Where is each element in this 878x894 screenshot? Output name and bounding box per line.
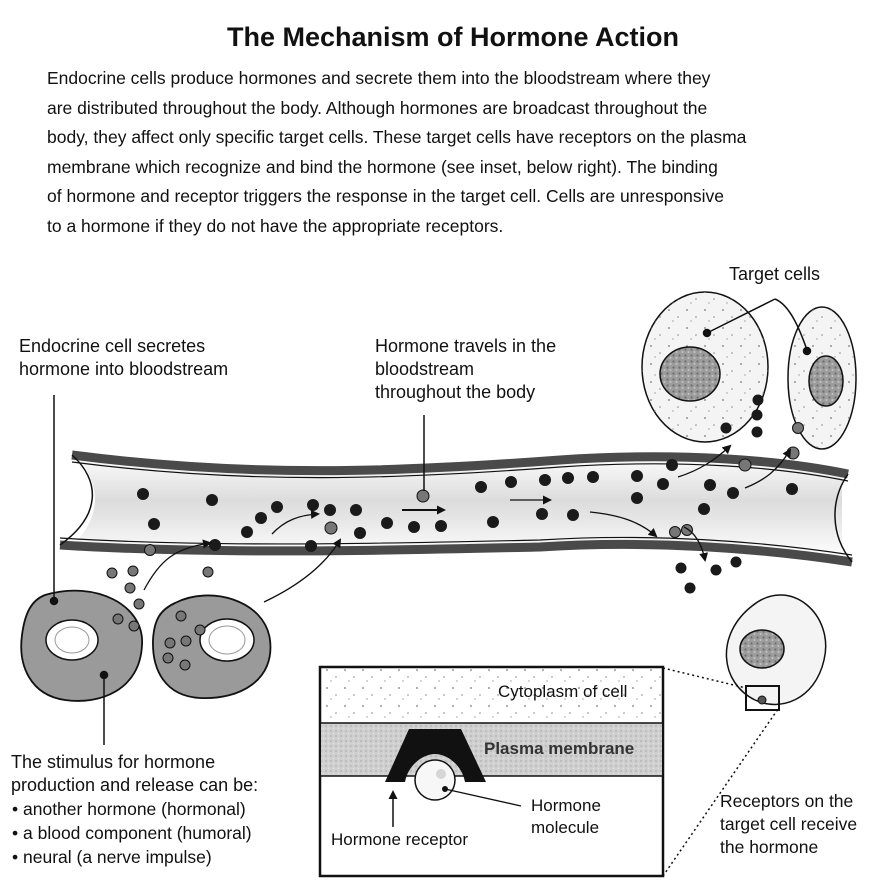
stimulus-label-line: production and release can be: xyxy=(11,775,259,795)
inset-source-box xyxy=(745,685,780,711)
vessel-wall-bottom xyxy=(59,539,853,567)
inset-cytoplasm-label: Cytoplasm of cell xyxy=(498,682,628,701)
intro-line: membrane which recognize and bind the ho… xyxy=(47,156,718,177)
inset-molecule-label: Hormone molecule xyxy=(531,795,601,839)
intro-line: of hormone and receptor triggers the res… xyxy=(47,186,725,207)
target-cells-label: Target cells xyxy=(729,264,821,284)
stimulus-item-text: another hormone (hormonal) xyxy=(23,799,246,819)
endocrine-label-line: hormone into bloodstream xyxy=(19,359,229,379)
endocrine-label-line: Endocrine cell secretes xyxy=(19,336,206,356)
vessel-wall-bottom-inner xyxy=(59,536,853,556)
receptors-label-line: Receptors on the xyxy=(720,791,854,811)
vessel-opening-right xyxy=(834,473,853,563)
stimulus-item-text: neural (a nerve impulse) xyxy=(23,847,212,867)
target-cell-lower xyxy=(725,594,827,711)
receptor-bound-hormone xyxy=(757,695,767,705)
endocrine-label: Endocrine cell secretes hormone into blo… xyxy=(19,335,228,381)
leader-lines xyxy=(49,298,812,745)
receptors-label: Receptors on the target cell receive the… xyxy=(720,790,857,859)
inset-receptor xyxy=(385,729,486,782)
intro-line: Endocrine cells produce hormones and sec… xyxy=(47,68,711,88)
inset-membrane-label: Plasma membrane xyxy=(484,739,635,758)
vessel-opening xyxy=(59,454,93,546)
receptors-label-line: the hormone xyxy=(720,837,819,857)
hormone-molecules xyxy=(106,394,804,671)
inset-hormone-molecule xyxy=(414,759,456,801)
page-title: The Mechanism of Hormone Action xyxy=(226,22,680,52)
intro-line: body, they affect only specific target c… xyxy=(47,127,747,148)
vessel-wall-top xyxy=(71,450,849,479)
blood-vessel xyxy=(59,450,853,567)
intro-line: are distributed throughout the body. Alt… xyxy=(47,97,708,118)
stimulus-list-item: • a blood component (humoral) xyxy=(12,823,252,843)
travels-label: Hormone travels in the bloodstream throu… xyxy=(375,335,556,404)
travels-label-line: bloodstream xyxy=(375,359,475,379)
inset-panel xyxy=(318,665,665,878)
inset-plasma-membrane xyxy=(321,723,662,776)
intro-paragraph: Endocrine cells produce hormones and sec… xyxy=(47,64,867,242)
vessel-wall-top-inner xyxy=(71,461,849,482)
stimulus-list-item: • another hormone (hormonal) xyxy=(12,799,246,819)
receptors-label-line: target cell receive xyxy=(720,814,858,834)
intro-line: to a hormone if they do not have the app… xyxy=(47,215,504,236)
stimulus-label: The stimulus for hormone production and … xyxy=(11,751,258,797)
stimulus-list-item: • neural (a nerve impulse) xyxy=(12,847,212,867)
stimulus-label-line: The stimulus for hormone xyxy=(11,752,216,772)
target-cell-left xyxy=(641,291,769,443)
inset-cytoplasm xyxy=(321,668,662,723)
inset-molecule-label-line: Hormone xyxy=(531,796,601,815)
inset-molecule-label-line: molecule xyxy=(531,818,600,837)
travels-label-line: Hormone travels in the xyxy=(375,336,557,356)
inset-receptor-label: Hormone receptor xyxy=(331,830,469,849)
travels-label-line: throughout the body xyxy=(375,382,536,402)
inset-connectors xyxy=(662,667,779,877)
stimulus-item-text: a blood component (humoral) xyxy=(23,823,252,843)
endocrine-cell-left xyxy=(20,589,143,702)
flow-arrows xyxy=(143,444,792,603)
